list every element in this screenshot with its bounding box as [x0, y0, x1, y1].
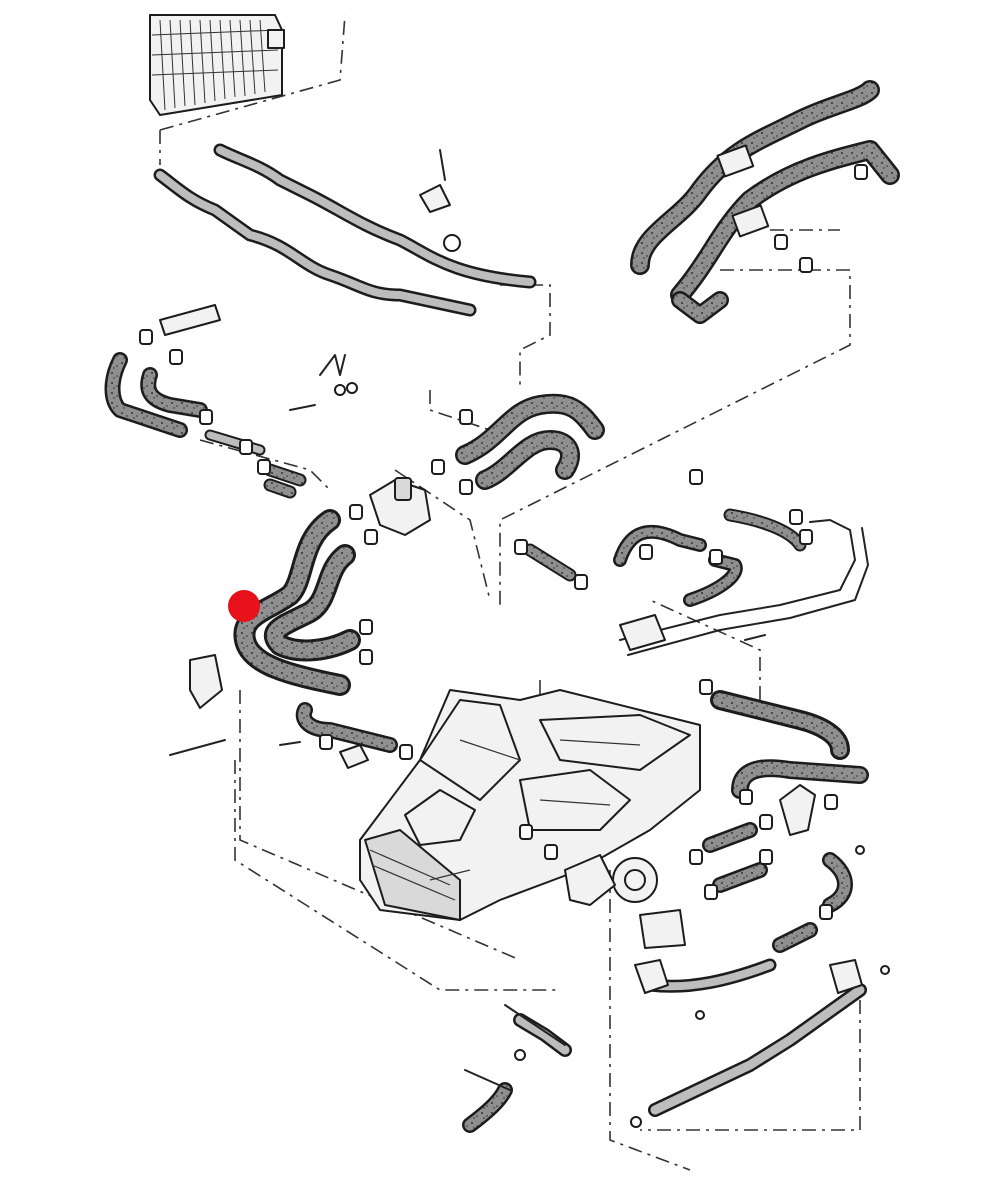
radiator — [149, 14, 285, 116]
engine-left-hoses — [169, 654, 413, 769]
routing-guide-lines — [159, 14, 861, 1171]
right-middle-pipe-assembly — [514, 469, 869, 656]
thermostat-housing — [349, 477, 431, 545]
main-coolant-hose-pair — [233, 509, 373, 696]
middle-upper-hoses — [431, 393, 605, 495]
engine-block — [359, 689, 701, 949]
fasteners — [279, 149, 865, 855]
left-hose-group — [104, 304, 307, 499]
heater-pipes — [153, 143, 537, 317]
right-lower-hoses — [689, 679, 869, 953]
lower-hoses — [462, 958, 890, 1133]
red-circle-marker — [228, 590, 260, 622]
upper-right-hose-assembly — [630, 80, 900, 324]
